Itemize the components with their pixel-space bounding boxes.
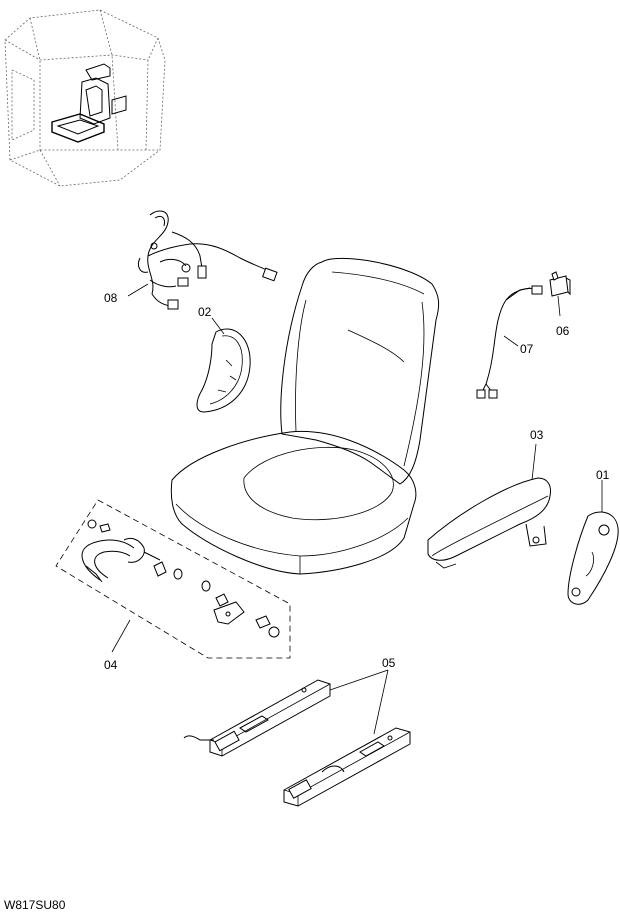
- callout-05: 05: [382, 656, 396, 670]
- callout-02: 02: [198, 305, 212, 319]
- callout-07: 07: [520, 342, 534, 356]
- part-03-armrest: [427, 477, 551, 569]
- leader-lines: [111, 283, 603, 735]
- part-05-seat-rails: [183, 679, 411, 807]
- seat-assembly: [170, 257, 440, 575]
- harness-connector: [488, 389, 498, 399]
- harness-connector: [177, 277, 189, 287]
- part-08-wiring-harness: [137, 210, 278, 310]
- callout-04: 04: [104, 658, 118, 672]
- harness-connector: [531, 285, 543, 295]
- callout-08: 08: [104, 291, 118, 305]
- harness-connector: [262, 267, 278, 282]
- part-07-harness: [476, 285, 543, 399]
- washer: [87, 519, 97, 529]
- cab-inset-view: [4, 9, 166, 187]
- figure-code: W817SU80: [4, 898, 66, 912]
- part-06-switch: [549, 271, 571, 297]
- harness-connector: [197, 265, 207, 279]
- callout-06: 06: [556, 324, 570, 338]
- harness-connector: [167, 299, 179, 310]
- part-02-lumbar-pad: [196, 328, 251, 413]
- harness-connector: [476, 389, 486, 399]
- callout-03: 03: [530, 428, 544, 442]
- part-01-bracket: [567, 511, 619, 605]
- callout-01: 01: [596, 468, 610, 482]
- part-04-seat-belt-kit: [55, 499, 291, 659]
